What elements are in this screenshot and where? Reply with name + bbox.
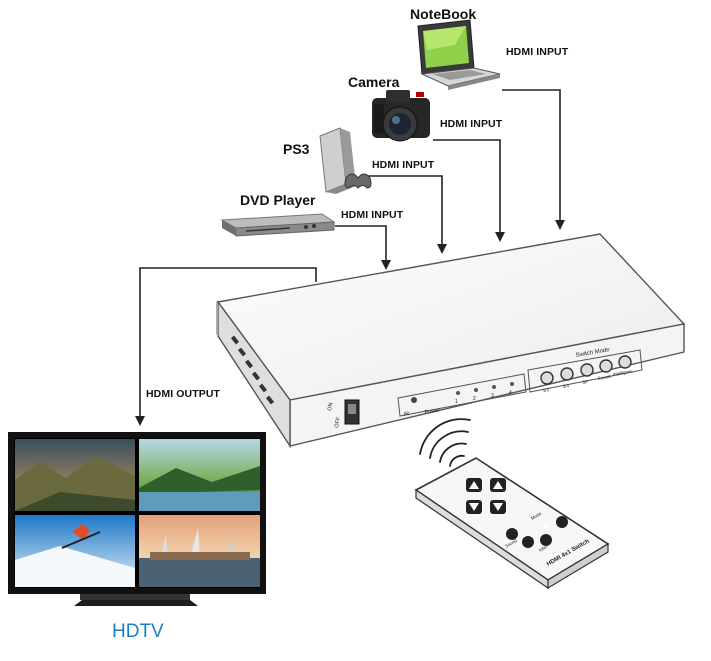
hdmi-input-label-dvd: HDMI INPUT <box>341 209 404 221</box>
hdmi-switcher: Switch Mode Power IR ON OFF 1 2 3 4 1/2 … <box>216 233 686 449</box>
hdmi-input-label-notebook: HDMI INPUT <box>506 46 569 58</box>
ps3-label: PS3 <box>283 141 310 157</box>
cable-notebook <box>502 89 565 230</box>
power-label: Power <box>424 407 441 416</box>
port-number-4: 4 <box>509 390 512 396</box>
remote-label-mode: Mode <box>530 511 543 521</box>
hdmi-input-label-camera: HDMI INPUT <box>440 118 503 130</box>
cable-dvd <box>335 225 391 270</box>
off-label: OFF <box>334 416 342 429</box>
mode-button-label-1: 1/2 <box>542 387 550 393</box>
hdmi-output-label: HDMI OUTPUT <box>146 388 221 400</box>
hdtv-display <box>8 432 266 606</box>
port-number-1: 1 <box>455 399 458 405</box>
mode-button-label-2: 3/4 <box>562 383 570 389</box>
camera-device <box>372 90 430 142</box>
notebook-label: NoteBook <box>410 6 477 22</box>
remote-label-infel: Infel <box>538 544 548 553</box>
dvd-player <box>220 213 336 237</box>
hdmi-input-label-ps3: HDMI INPUT <box>372 159 435 171</box>
mode-button-label-3: 5F <box>582 379 588 385</box>
ir-signal-waves <box>419 418 471 467</box>
camera-label: Camera <box>348 74 400 90</box>
remote-control: HDMI 4x1 Switch Mode Sound Infel <box>414 457 610 590</box>
mode-button-label-4: Sound <box>597 374 611 381</box>
ir-label: IR <box>403 411 409 418</box>
cable-ps3 <box>368 175 447 254</box>
hdtv-label: HDTV <box>112 621 164 642</box>
remote-label-sound: Sound <box>504 538 518 549</box>
dvd-player-label: DVD Player <box>240 192 316 208</box>
port-number-2: 2 <box>473 396 476 402</box>
switch-mode-label: Switch Mode <box>575 347 611 359</box>
on-label: ON <box>327 402 334 411</box>
notebook-device <box>417 19 501 90</box>
ps3-console <box>319 127 372 194</box>
cable-output <box>135 267 317 426</box>
port-number-3: 3 <box>491 393 494 399</box>
mode-button-label-5: Intellignet <box>612 369 633 377</box>
cable-camera <box>433 139 505 242</box>
